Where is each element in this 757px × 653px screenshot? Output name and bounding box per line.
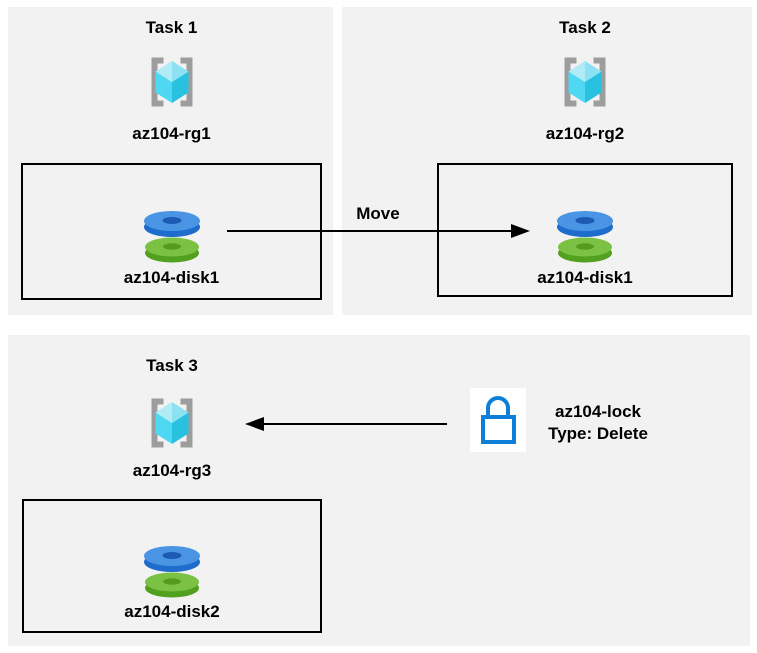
lock-type: Type: Delete xyxy=(548,424,648,443)
disk-icon xyxy=(144,546,200,598)
task1-title: Task 1 xyxy=(145,18,198,37)
task2-resource-box: az104-disk1 xyxy=(437,163,733,297)
task2-disk-name: az104-disk1 xyxy=(537,268,633,287)
lock-icon xyxy=(481,396,516,444)
resource-group-icon xyxy=(151,57,192,107)
resource-group-icon xyxy=(151,398,193,448)
task2-rg-name: az104-rg2 xyxy=(545,124,625,143)
move-arrow-label: Move xyxy=(356,204,400,223)
task2-content: Task 2 az104-rg2 az104-d xyxy=(437,7,733,315)
task3-title: Task 3 xyxy=(146,356,198,375)
disk-icon xyxy=(557,211,613,263)
task1-resource-box: az104-disk1 xyxy=(21,163,322,300)
task1-disk-name: az104-disk1 xyxy=(123,268,220,287)
lock-name: az104-lock xyxy=(555,402,641,421)
resource-group-icon xyxy=(564,57,606,107)
task1-rg-name: az104-rg1 xyxy=(132,124,211,143)
task3-disk-name: az104-disk2 xyxy=(124,602,220,621)
task3-rg-name: az104-rg3 xyxy=(132,461,212,480)
disk-icon xyxy=(143,211,200,263)
task1-panel: Task 1 az104-rg1 az104-d xyxy=(8,7,333,315)
task1-content: Task 1 az104-rg1 az104-d xyxy=(21,7,322,315)
lock-caption: az104-lock Type: Delete xyxy=(538,401,658,445)
task2-panel: Task 2 az104-rg2 az104-d xyxy=(342,7,752,315)
task3-panel: Task 3 az104-rg3 az104-d xyxy=(8,335,750,646)
lock-tile xyxy=(470,388,526,452)
task3-resource-box: az104-disk2 xyxy=(22,499,322,633)
task3-content: Task 3 az104-rg3 az104-d xyxy=(22,335,322,646)
task2-title: Task 2 xyxy=(559,18,611,37)
